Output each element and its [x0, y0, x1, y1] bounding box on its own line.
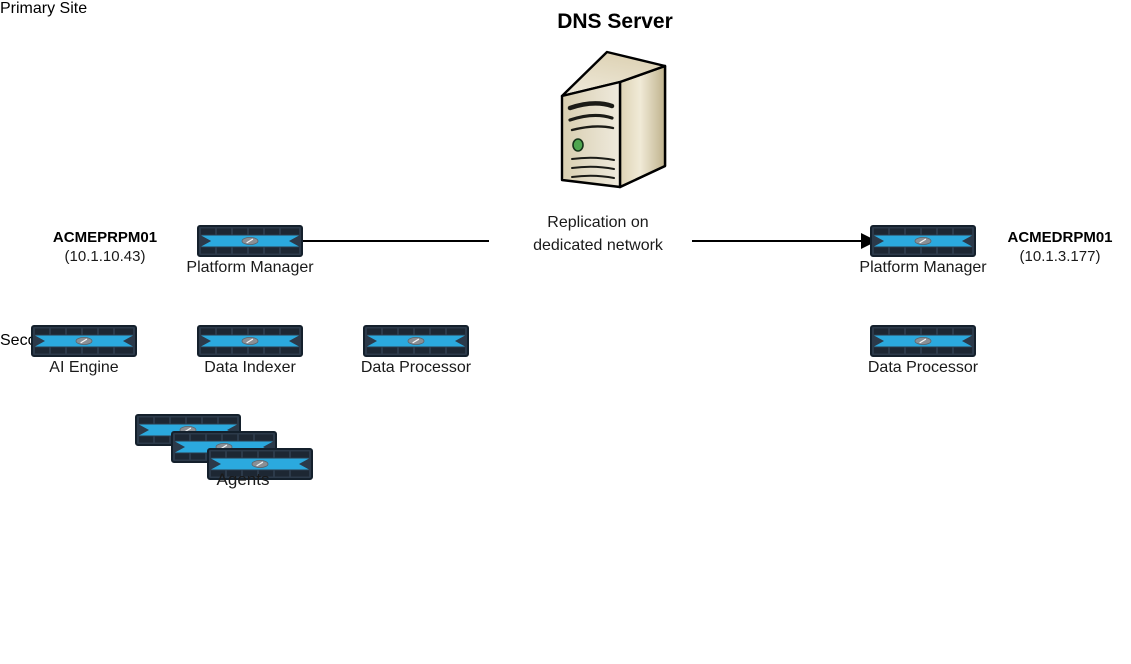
node-primary-platform-manager[interactable]: Platform Manager [186, 225, 314, 276]
node-label: Data Indexer [204, 359, 296, 376]
secondary-host-annotation: ACMEDRPM01 (10.1.3.177) [985, 228, 1131, 266]
node-secondary-data-processor[interactable]: Data Processor [868, 325, 978, 376]
node-group-agents[interactable] [135, 414, 351, 494]
dns-server-title: DNS Server [557, 10, 673, 33]
node-primary-ai-engine[interactable]: AI Engine [31, 325, 137, 376]
replication-line-right [692, 240, 865, 242]
node-label: Platform Manager [186, 259, 314, 276]
node-label: Platform Manager [859, 259, 987, 276]
network-appliance-icon [870, 225, 976, 257]
diagram-canvas: DNS Server [0, 0, 1131, 494]
network-appliance-icon [870, 325, 976, 357]
primary-site-container [0, 18, 487, 332]
replication-label-line1: Replication on [547, 214, 649, 231]
server-tower-icon [552, 44, 672, 194]
network-appliance-icon [31, 325, 137, 357]
agents-group-label: Agents [216, 470, 270, 489]
node-primary-data-indexer[interactable]: Data Indexer [197, 325, 303, 376]
replication-label-line2: dedicated network [533, 236, 663, 254]
network-appliance-icon [363, 325, 469, 357]
node-label: Data Processor [360, 359, 472, 376]
secondary-host-ip: (10.1.3.177) [1019, 248, 1101, 266]
primary-host-ip: (10.1.10.43) [64, 248, 146, 266]
network-appliance-icon [197, 325, 303, 357]
replication-line-left [303, 240, 489, 242]
network-appliance-icon [207, 448, 313, 480]
secondary-host-name: ACMEDRPM01 [1007, 229, 1113, 246]
node-label: AI Engine [49, 359, 119, 376]
replication-label: Replication on dedicated network [508, 212, 688, 258]
node-label: Data Processor [867, 359, 979, 376]
secondary-site-container [0, 350, 400, 664]
node-secondary-platform-manager[interactable]: Platform Manager [859, 225, 987, 276]
network-appliance-icon [197, 225, 303, 257]
node-primary-data-processor[interactable]: Data Processor [361, 325, 471, 376]
primary-host-name: ACMEPRPM01 [52, 229, 158, 246]
primary-host-annotation: ACMEPRPM01 (10.1.10.43) [30, 228, 180, 266]
primary-site-title: Primary Site [0, 0, 88, 17]
